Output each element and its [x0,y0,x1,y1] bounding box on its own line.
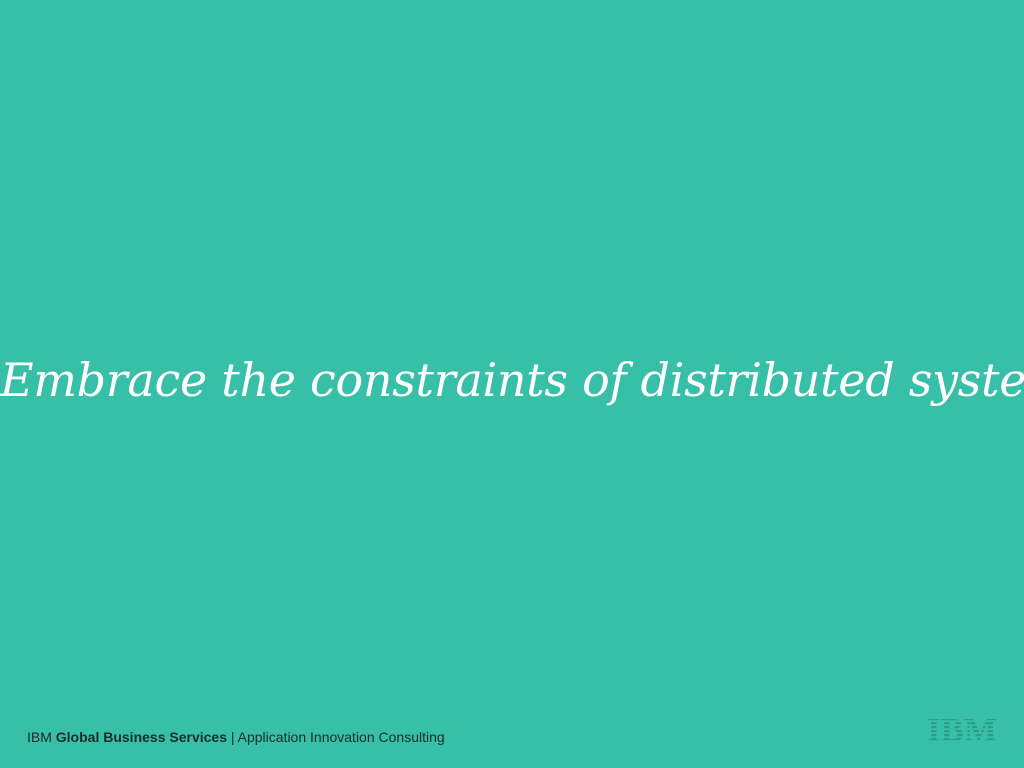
footer-separator: | [230,729,235,745]
footer-division: Global Business Services [55,729,227,745]
footer-text: IBM Global Business Services | Applicati… [27,728,445,746]
slide-headline: Embrace the constraints of distributed s… [0,353,1024,407]
footer-practice: Application Innovation Consulting [237,729,445,745]
footer-company: IBM [27,729,52,745]
ibm-logo-icon: IBM [927,713,997,743]
ibm-logo-text: IBM [927,713,997,743]
